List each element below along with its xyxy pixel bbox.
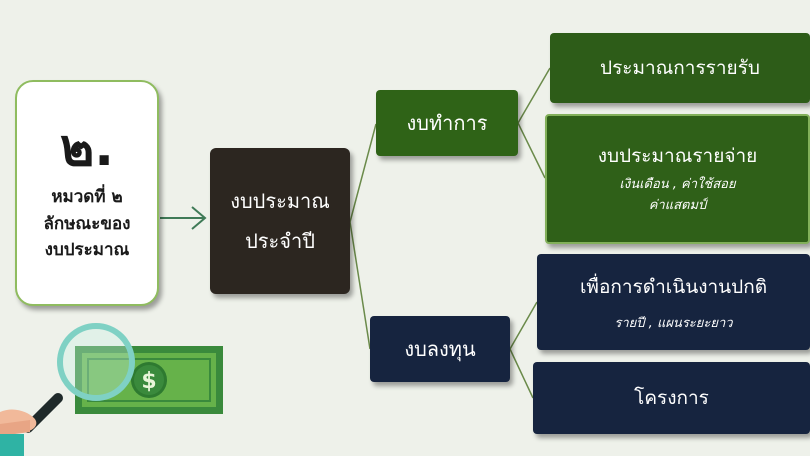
expenditure-budget-node: งบประมาณรายจ่าย เงินเดือน , ค่าใช้สอย ค่…	[545, 114, 810, 244]
revenue-estimate-node: ประมาณการรายรับ	[550, 33, 810, 103]
investment-budget-node: งบลงทุน	[370, 316, 510, 382]
annual-budget-node: งบประมาณ ประจำปี	[210, 148, 350, 294]
chapter-heading: หมวดที่ ๒	[51, 187, 123, 208]
chapter-subtitle-line-1: ลักษณะของ	[43, 213, 131, 234]
investment-budget-label: งบลงทุน	[404, 337, 476, 361]
operating-budget-label: งบทำการ	[406, 111, 488, 135]
projects-node: โครงการ	[533, 362, 810, 434]
operating-to-expenditure-line	[517, 122, 546, 179]
annual-budget-line-1: งบประมาณ	[230, 189, 330, 213]
budget-to-investment-line	[349, 221, 371, 350]
expenditure-sub-line-1: เงินเดือน , ค่าใช้สอย	[619, 177, 736, 193]
revenue-estimate-label: ประมาณการรายรับ	[600, 57, 760, 79]
chapter-subtitle-line-2: งบประมาณ	[44, 240, 130, 261]
hand-icon	[0, 409, 37, 456]
chapter-number: ๒.	[59, 118, 115, 179]
normal-operations-title: เพื่อการดำเนินงานปกติ	[579, 275, 768, 298]
budget-to-operating-line	[349, 123, 377, 223]
operating-budget-node: งบทำการ	[376, 90, 518, 156]
expenditure-title: งบประมาณรายจ่าย	[597, 145, 758, 168]
banknote-icon: $	[75, 346, 223, 414]
expenditure-sub-line-2: ค่าแสตมป์	[648, 198, 707, 213]
projects-label: โครงการ	[634, 387, 709, 409]
operating-to-revenue-line	[517, 67, 551, 124]
chapter-to-budget-arrow	[160, 206, 207, 230]
investment-to-normal-line	[509, 301, 538, 350]
dollar-sign: $	[141, 369, 156, 394]
normal-operations-node: เพื่อการดำเนินงานปกติ รายปี , แผนระยะยาว	[537, 254, 810, 350]
normal-operations-sub: รายปี , แผนระยะยาว	[614, 315, 733, 331]
annual-budget-line-2: ประจำปี	[245, 229, 315, 253]
money-magnifier-illustration: $	[0, 323, 223, 456]
chapter-card: ๒. หมวดที่ ๒ ลักษณะของ งบประมาณ	[15, 80, 159, 306]
investment-to-projects-line	[509, 348, 534, 399]
